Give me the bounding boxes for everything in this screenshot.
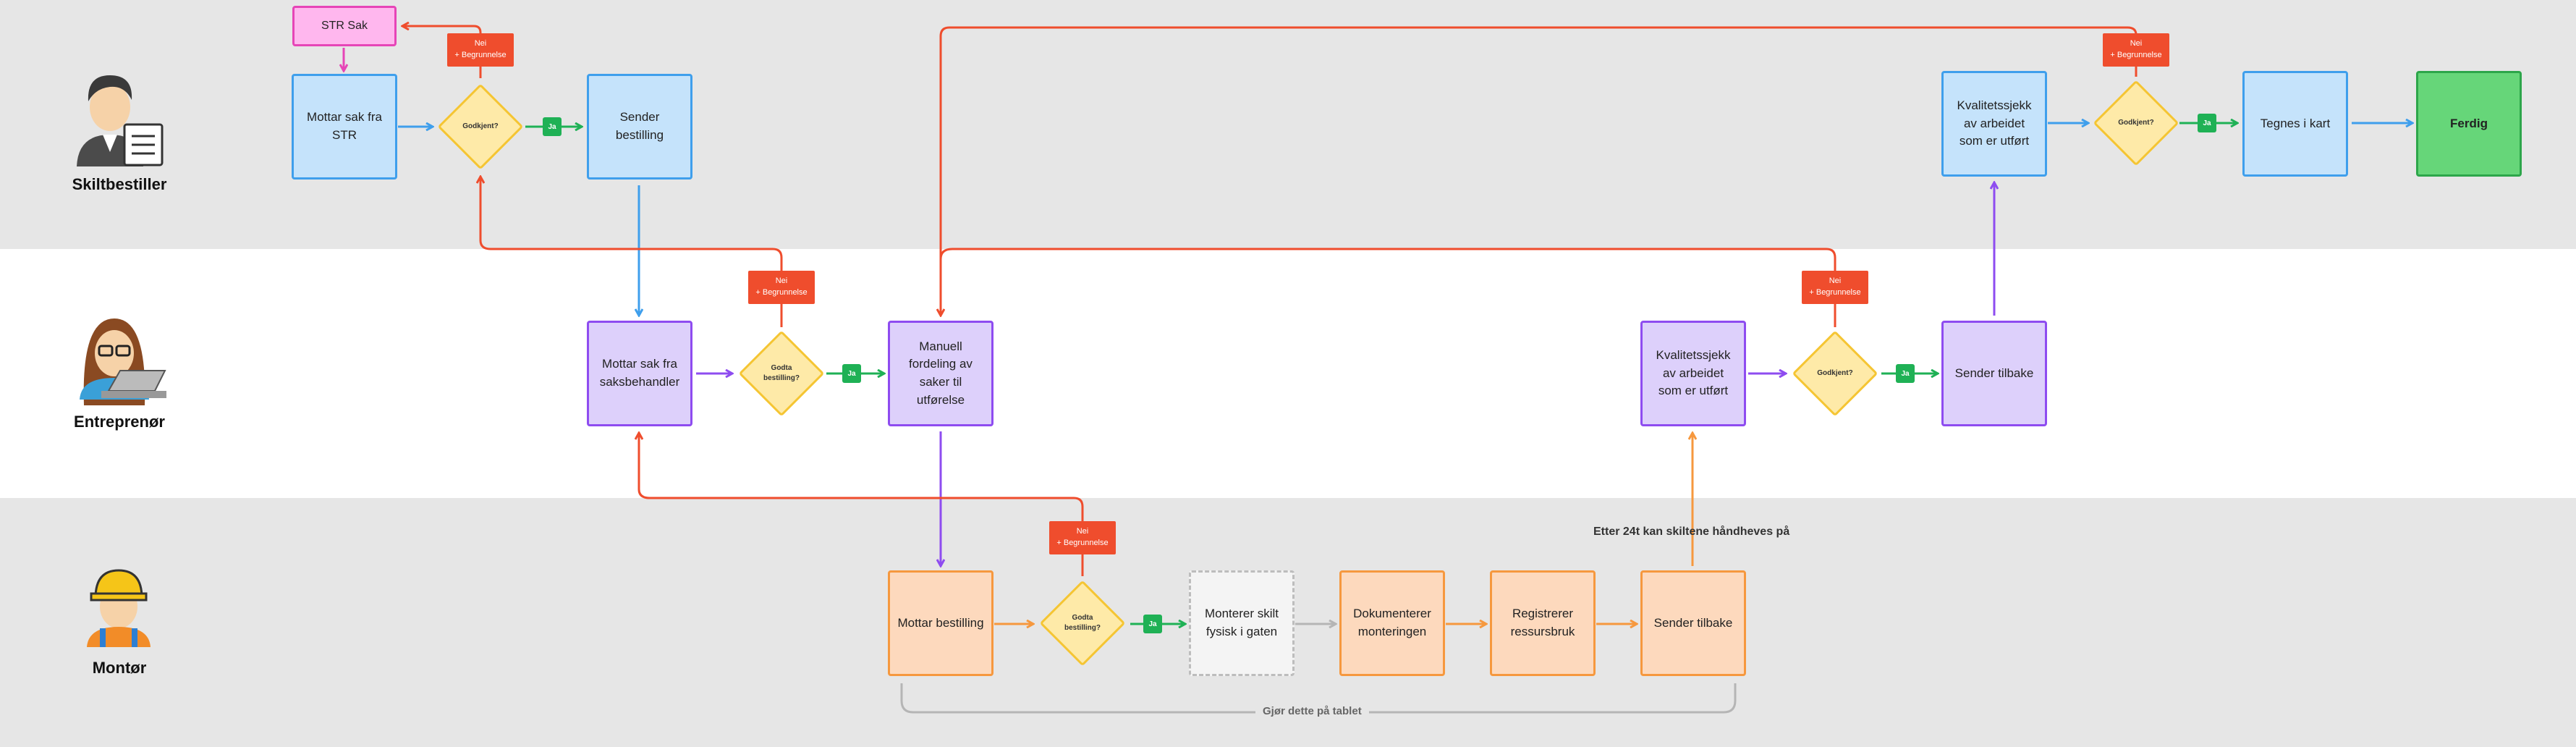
arrow-nei-mid2-to-manuell [939, 248, 1836, 271]
nei-label: Nei [775, 277, 788, 286]
ja-tag: Ja [1143, 615, 1162, 633]
decision-label: Godkjent? [1817, 369, 1853, 377]
begrunnelse-label: + Begrunnelse [2110, 51, 2162, 59]
node-sender-tilbake-mid[interactable]: Sender tilbake [1941, 321, 2047, 426]
actor-montor: Montør [47, 654, 192, 678]
begrunnelse-label: + Begrunnelse [755, 288, 808, 297]
decision-godta-bestilling-mid[interactable]: Godta bestilling? [738, 330, 825, 417]
arrow-nei-bot-to-saksbehandler [639, 433, 1084, 523]
nei-tag: Nei + Begrunnelse [1802, 271, 1868, 304]
decision-godta-bestilling-bot[interactable]: Godta bestilling? [1039, 580, 1126, 667]
begrunnelse-label: + Begrunnelse [1056, 539, 1109, 547]
node-str-sak[interactable]: STR Sak [292, 6, 397, 46]
skiltbestiller-avatar-icon [77, 75, 164, 166]
note-handheves: Etter 24t kan skiltene håndheves på [1593, 526, 1790, 538]
node-kvalitetssjekk-top[interactable]: Kvalitetssjekk av arbeidet som er utført [1941, 71, 2047, 177]
decision-godkjent-top2[interactable]: Godkjent? [2093, 80, 2179, 166]
actor-label: Skiltbestiller [72, 175, 167, 193]
ja-tag: Ja [1896, 364, 1915, 383]
arrow-nei-top-to-manuell [941, 26, 2138, 316]
ja-tag: Ja [543, 117, 562, 136]
node-mottar-sak-fra-str[interactable]: Mottar sak fra STR [292, 74, 397, 180]
nei-label: Nei [474, 39, 487, 48]
begrunnelse-label: + Begrunnelse [454, 51, 507, 59]
node-tegnes-i-kart[interactable]: Tegnes i kart [2242, 71, 2348, 177]
node-monterer-skilt[interactable]: Monterer skilt fysisk i gaten [1189, 570, 1295, 676]
note-tablet: Gjør dette på tablet [1255, 705, 1369, 717]
node-sender-tilbake-bot[interactable]: Sender tilbake [1640, 570, 1746, 676]
nei-label: Nei [1829, 277, 1842, 286]
swimlane-entreprenor [0, 249, 2576, 498]
arrow-nei-to-str [402, 26, 482, 34]
nei-tag: Nei + Begrunnelse [447, 33, 514, 67]
entreprenor-avatar-icon [80, 318, 166, 405]
decision-godkjent-1[interactable]: Godkjent? [437, 83, 524, 170]
node-mottar-sak-fra-saksbehandler[interactable]: Mottar sak fra saksbehandler [587, 321, 692, 426]
nei-tag: Nei + Begrunnelse [2103, 33, 2169, 67]
node-sender-bestilling[interactable]: Sender bestilling [587, 74, 692, 180]
actor-label: Entreprenør [74, 413, 165, 431]
decision-label: Godta bestilling? [763, 364, 800, 382]
actor-entreprenor: Entreprenør [47, 408, 192, 431]
ja-tag: Ja [842, 364, 861, 383]
ja-tag: Ja [2198, 114, 2216, 132]
nei-tag: Nei + Begrunnelse [748, 271, 815, 304]
decision-label: Godkjent? [462, 122, 499, 130]
node-kvalitetssjekk-mid[interactable]: Kvalitetssjekk av arbeidet som er utført [1640, 321, 1746, 426]
actor-skiltbestiller: Skiltbestiller [47, 171, 192, 194]
node-manuell-fordeling[interactable]: Manuell fordeling av saker til utførelse [888, 321, 993, 426]
decision-label: Godta bestilling? [1064, 614, 1101, 632]
node-mottar-bestilling[interactable]: Mottar bestilling [888, 570, 993, 676]
arrow-nei-mid-to-godkjent [480, 177, 783, 271]
nei-label: Nei [1076, 527, 1089, 536]
nei-label: Nei [2130, 39, 2143, 48]
node-dokumenterer[interactable]: Dokumenterer monteringen [1339, 570, 1445, 676]
decision-label: Godkjent? [2118, 119, 2154, 127]
decision-godkjent-mid[interactable]: Godkjent? [1792, 330, 1878, 417]
node-registrerer[interactable]: Registrerer ressursbruk [1490, 570, 1596, 676]
nei-tag: Nei + Begrunnelse [1049, 521, 1116, 554]
montor-avatar-icon [87, 569, 151, 647]
begrunnelse-label: + Begrunnelse [1809, 288, 1861, 297]
node-ferdig[interactable]: Ferdig [2416, 71, 2522, 177]
actor-label: Montør [92, 659, 147, 677]
